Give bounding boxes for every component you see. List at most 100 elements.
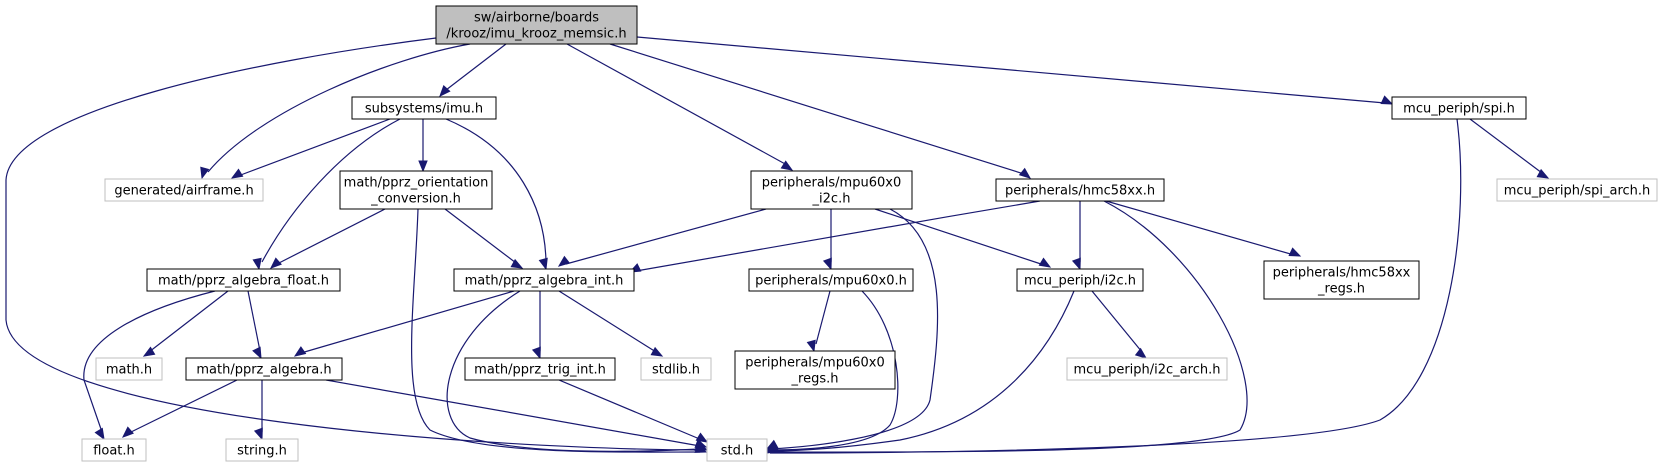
edge-imu-to-orient bbox=[418, 119, 428, 173]
node-label: float.h bbox=[93, 444, 135, 459]
arrowhead bbox=[1071, 257, 1081, 271]
node-label: math/pprz_algebra_float.h bbox=[158, 274, 329, 289]
edge-trig-to-stdh bbox=[558, 379, 709, 443]
arrowhead bbox=[1536, 168, 1550, 179]
node-spi-arch[interactable]: mcu_periph/spi_arch.h bbox=[1496, 178, 1658, 202]
node-box bbox=[706, 438, 768, 462]
edge-line bbox=[445, 118, 547, 263]
node-label: _conversion.h bbox=[370, 192, 461, 207]
node-hmc-regs[interactable]: peripherals/hmc58xx_regs.h bbox=[1263, 260, 1420, 300]
node-stdlib[interactable]: stdlib.h bbox=[640, 357, 712, 381]
node-stdh[interactable]: std.h bbox=[706, 438, 768, 462]
edge-imu-to-airframe bbox=[230, 118, 391, 179]
node-label: string.h bbox=[237, 444, 287, 459]
edge-line bbox=[325, 379, 701, 447]
edge-alg_int-to-trig bbox=[531, 291, 541, 360]
node-i2c-arch[interactable]: mcu_periph/i2c_arch.h bbox=[1066, 357, 1228, 381]
arrowhead bbox=[121, 426, 134, 438]
node-trig[interactable]: math/pprz_trig_int.h bbox=[464, 357, 616, 381]
node-box bbox=[750, 170, 913, 210]
node-label: peripherals/mpu60x0 bbox=[745, 356, 884, 371]
edge-i2c-to-i2c_arch bbox=[1091, 290, 1148, 359]
edge-mpu_i2c-to-stdh bbox=[765, 208, 939, 450]
edge-line bbox=[5, 37, 701, 451]
arrowhead bbox=[822, 257, 832, 271]
edge-line bbox=[148, 290, 229, 353]
edge-line bbox=[128, 379, 238, 434]
edge-line bbox=[444, 208, 517, 264]
arrowhead bbox=[1380, 95, 1394, 105]
edge-alg_float-to-alg bbox=[247, 290, 262, 360]
node-label: subsystems/imu.h bbox=[365, 102, 483, 117]
node-alg-float[interactable]: math/pprz_algebra_float.h bbox=[146, 268, 341, 292]
node-box bbox=[640, 357, 712, 381]
edge-alg_float-to-mathh bbox=[142, 290, 229, 357]
arrowhead bbox=[200, 166, 210, 180]
node-label: stdlib.h bbox=[652, 363, 700, 378]
node-label: math/pprz_algebra_int.h bbox=[465, 274, 624, 289]
edge-line bbox=[446, 290, 701, 452]
arrowhead bbox=[780, 160, 794, 171]
edge-alg_int-to-stdlib bbox=[558, 290, 664, 357]
edge-alg-to-floath bbox=[121, 379, 238, 438]
node-mpu[interactable]: peripherals/mpu60x0.h bbox=[748, 268, 914, 292]
node-label: math/pprz_orientation bbox=[344, 176, 489, 191]
edge-line bbox=[815, 290, 831, 345]
node-mathh[interactable]: math.h bbox=[95, 357, 163, 381]
node-airframe[interactable]: generated/airframe.h bbox=[104, 178, 264, 202]
arrowhead bbox=[253, 427, 263, 441]
edge-mpu_i2c-to-i2c bbox=[874, 208, 1052, 268]
edge-line bbox=[769, 200, 1248, 453]
node-alg[interactable]: math/pprz_algebra.h bbox=[185, 357, 343, 381]
node-label: math/pprz_algebra.h bbox=[196, 363, 331, 378]
edge-line bbox=[411, 208, 701, 453]
edge-root-to-spi bbox=[636, 36, 1394, 105]
node-stringh[interactable]: string.h bbox=[225, 438, 299, 462]
node-floath[interactable]: float.h bbox=[81, 438, 147, 462]
arrowhead bbox=[230, 168, 244, 179]
node-box bbox=[1391, 96, 1527, 120]
node-label: peripherals/hmc58xx.h bbox=[1005, 184, 1155, 199]
edge-root-to-mpu_i2c bbox=[566, 43, 794, 171]
node-mpu-i2c[interactable]: peripherals/mpu60x0_i2c.h bbox=[750, 170, 913, 210]
node-mpu-regs[interactable]: peripherals/mpu60x0_regs.h bbox=[734, 350, 896, 390]
arrowhead bbox=[538, 257, 548, 271]
arrowhead bbox=[439, 85, 451, 98]
arrowhead bbox=[694, 438, 708, 448]
arrowhead bbox=[1018, 167, 1032, 179]
node-root[interactable]: sw/airborne/boards/krooz/imu_krooz_memsi… bbox=[435, 5, 638, 45]
edge-hmc-to-i2c bbox=[1071, 201, 1081, 271]
edge-line bbox=[874, 208, 1045, 266]
node-orient[interactable]: math/pprz_orientation_conversion.h bbox=[339, 170, 493, 210]
node-i2c[interactable]: mcu_periph/i2c.h bbox=[1016, 268, 1144, 292]
node-box bbox=[995, 178, 1165, 202]
node-alg-int[interactable]: math/pprz_algebra_int.h bbox=[453, 268, 635, 292]
edge-root-to-hmc bbox=[609, 43, 1032, 179]
edge-alg_int-to-alg bbox=[293, 290, 515, 357]
graph-nodes: sw/airborne/boards/krooz/imu_krooz_memsi… bbox=[81, 5, 1658, 462]
edge-line bbox=[1105, 200, 1295, 256]
node-box bbox=[464, 357, 616, 381]
node-box bbox=[1496, 178, 1658, 202]
node-hmc[interactable]: peripherals/hmc58xx.h bbox=[995, 178, 1165, 202]
edge-line bbox=[769, 290, 1075, 452]
edge-mpu_i2c-to-mpu bbox=[822, 209, 832, 271]
edge-alg-to-stringh bbox=[253, 380, 263, 441]
edge-spi-to-spi_arch bbox=[1469, 118, 1550, 179]
node-box bbox=[1066, 357, 1228, 381]
edge-line bbox=[207, 43, 471, 173]
edge-root-to-airframe bbox=[200, 43, 471, 180]
node-spi[interactable]: mcu_periph/spi.h bbox=[1391, 96, 1527, 120]
edge-hmc-to-stdh bbox=[765, 200, 1248, 453]
node-box bbox=[81, 438, 147, 462]
edge-line bbox=[1469, 118, 1543, 174]
node-label: peripherals/hmc58xx bbox=[1273, 266, 1411, 281]
edge-mpu_i2c-to-alg_int bbox=[557, 208, 767, 267]
edge-orient-to-stdh bbox=[411, 208, 708, 453]
node-box bbox=[748, 268, 914, 292]
node-label: _regs.h bbox=[1317, 282, 1365, 297]
edge-line bbox=[300, 290, 515, 354]
node-label: /krooz/imu_krooz_memsic.h bbox=[446, 27, 626, 42]
arrowhead bbox=[418, 160, 428, 173]
node-imu[interactable]: subsystems/imu.h bbox=[351, 96, 497, 120]
